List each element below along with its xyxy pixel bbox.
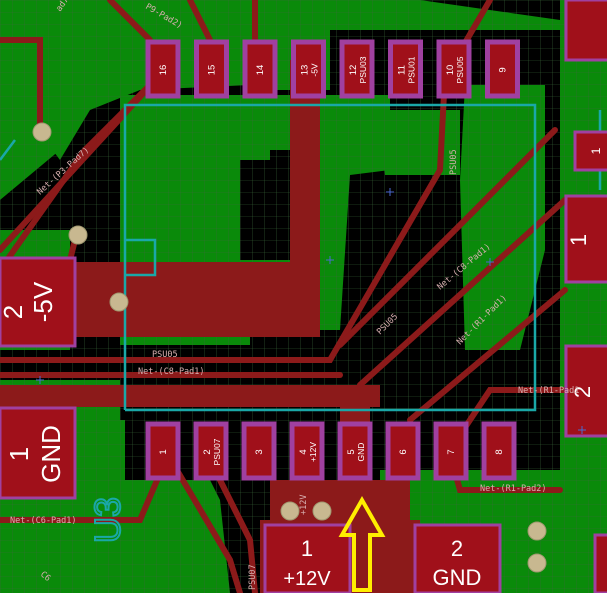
net-label: Net-(C6-Pad1) bbox=[10, 516, 77, 526]
big-pad-number: 2 bbox=[0, 305, 28, 319]
net-label: PSU07 bbox=[248, 564, 258, 590]
big-pad-number: 1 bbox=[589, 147, 603, 154]
right-top-big-pad[interactable]: 1 bbox=[564, 194, 607, 284]
pad-number: 13 bbox=[300, 65, 311, 76]
pad-net: PSU03 bbox=[358, 56, 368, 83]
ic-pad-14[interactable]: 14 bbox=[242, 39, 278, 99]
via bbox=[280, 501, 300, 521]
via bbox=[312, 501, 332, 521]
ic-pad-9[interactable]: 9 bbox=[485, 39, 520, 99]
vias bbox=[32, 122, 547, 573]
net-label: PSU05 bbox=[152, 350, 178, 360]
net-label: PSU05 bbox=[449, 149, 459, 175]
via bbox=[32, 122, 52, 142]
pad-number: 15 bbox=[207, 65, 218, 76]
big-pad-number: 1 bbox=[301, 536, 313, 561]
bottom-left-big-pad[interactable]: 1 +12V bbox=[263, 523, 352, 593]
big-pad-number: 1 bbox=[566, 234, 591, 246]
net-label: Net-(R1-Pad1 bbox=[518, 386, 579, 396]
via bbox=[527, 521, 547, 541]
ic-pad-16[interactable]: 16 bbox=[145, 39, 181, 99]
bottom-right-big-pad[interactable]: 2 GND bbox=[413, 523, 502, 593]
big-pad-number: 1 bbox=[4, 447, 34, 461]
pad-net: PSU05 bbox=[455, 56, 465, 83]
big-pad-number: 2 bbox=[451, 536, 463, 561]
left-top-big-pad[interactable]: 2 -5V bbox=[0, 256, 77, 348]
ic-pad-4[interactable]: 4+12V bbox=[289, 421, 325, 481]
right-mid-big-pad[interactable]: 2 bbox=[564, 344, 607, 438]
pad-number: 9 bbox=[498, 67, 509, 72]
pad-number: 7 bbox=[446, 449, 457, 454]
via bbox=[527, 553, 547, 573]
net-label: Net-(C8-Pad1) bbox=[138, 367, 205, 377]
big-pad-net: -5V bbox=[28, 281, 58, 322]
big-pad-net: +12V bbox=[283, 568, 331, 590]
pad-number: 1 bbox=[158, 449, 169, 454]
pad-number: 16 bbox=[158, 65, 169, 76]
ic-pad-6[interactable]: 6 bbox=[385, 421, 421, 481]
big-pad-net: GND bbox=[433, 565, 482, 590]
right-small-pad[interactable]: 1 bbox=[573, 130, 607, 172]
via bbox=[68, 225, 88, 245]
ic-pad-15[interactable]: 15 bbox=[194, 39, 229, 99]
pad-number: 4 bbox=[298, 449, 309, 454]
left-bottom-big-pad[interactable]: 1 GND bbox=[0, 406, 77, 500]
pad-number: 3 bbox=[254, 449, 265, 454]
pad-number: 10 bbox=[445, 65, 456, 76]
pad-net: +12V bbox=[308, 442, 318, 462]
ic-pad-13[interactable]: 13-5V bbox=[291, 39, 326, 99]
right-corner-pad[interactable] bbox=[564, 0, 607, 62]
pad-number: 11 bbox=[397, 65, 408, 75]
pad-number: 8 bbox=[494, 449, 505, 454]
anchor-markers bbox=[36, 188, 586, 434]
pad-net: PSU01 bbox=[407, 56, 417, 83]
pad-number: 14 bbox=[255, 65, 266, 76]
component-reference: U3 bbox=[87, 497, 128, 543]
pad-number: 6 bbox=[398, 449, 409, 454]
arrow-pointer bbox=[338, 495, 386, 592]
pad-number: 2 bbox=[202, 449, 213, 454]
ic-pad-3[interactable]: 3 bbox=[241, 421, 277, 481]
big-pad-number: 2 bbox=[570, 386, 595, 398]
ic-pad-1[interactable]: 1 bbox=[145, 421, 181, 481]
ic-pad-8[interactable]: 8 bbox=[481, 421, 517, 481]
pad-number: 5 bbox=[346, 449, 357, 454]
net-label: Net-(R1-Pad2) bbox=[480, 484, 547, 494]
pad-number: 12 bbox=[348, 65, 359, 76]
right-bottom-edge-pad[interactable] bbox=[593, 533, 607, 593]
pad-net: GND bbox=[356, 443, 366, 462]
ic-pad-7[interactable]: 7 bbox=[433, 421, 469, 481]
net-label: +12V bbox=[299, 495, 309, 515]
pad-net: PSU07 bbox=[212, 438, 222, 465]
pad-net: -5V bbox=[310, 63, 320, 77]
big-pad-net: GND bbox=[36, 425, 66, 483]
via bbox=[109, 292, 129, 312]
